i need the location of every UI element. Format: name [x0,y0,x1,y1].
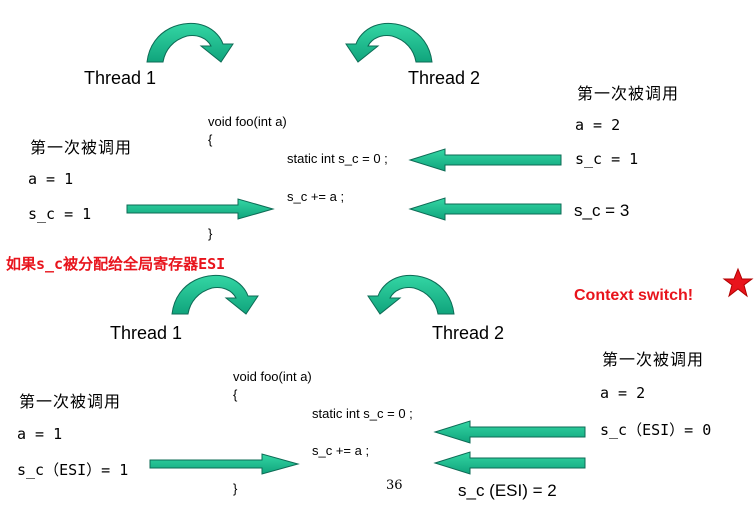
right-a-value: a = 2 [575,116,621,134]
context-switch-label: Context switch! [574,287,694,304]
code-signature-bottom: void foo(int a) [233,369,312,384]
curved-arrow-icon [345,22,433,63]
left-sc-value: s_c = 1 [28,205,92,223]
right-sc-value-bottom: s_c（ESI）= 0 [600,421,712,439]
curved-arrow-icon [146,22,234,63]
code-increment: s_c += a ; [287,189,345,204]
block-arrow-icon [126,198,275,220]
esi-note: 如果s_c被分配给全局寄存器ESI [6,255,226,273]
right-sc-after-value: s_c = 3 [574,201,630,220]
block-arrow-icon [149,453,300,475]
right-heading: 第一次被调用 [577,84,680,103]
thread2-label-bottom: Thread 2 [432,323,505,343]
block-arrow-icon [408,148,562,172]
code-open-brace-bottom: { [233,387,238,402]
right-heading-bottom: 第一次被调用 [602,350,705,369]
right-sc-value: s_c = 1 [575,150,639,168]
right-sc-after-value-bottom: s_c (ESI) = 2 [458,481,557,500]
left-heading: 第一次被调用 [30,138,133,157]
star-icon [722,267,754,298]
left-a-value: a = 1 [28,170,74,188]
left-sc-value-bottom: s_c（ESI）= 1 [17,461,129,479]
page-number: 36 [386,478,403,493]
right-a-value-bottom: a = 2 [600,384,646,402]
code-signature: void foo(int a) [208,114,287,129]
block-arrow-icon [433,420,586,444]
left-a-value-bottom: a = 1 [17,425,63,443]
block-arrow-icon [433,451,586,475]
code-static-decl-bottom: static int s_c = 0 ; [312,406,413,421]
thread2-label: Thread 2 [408,68,481,88]
code-close-brace-bottom: } [233,481,238,496]
code-close-brace: } [208,226,213,241]
thread1-label-bottom: Thread 1 [110,323,183,343]
code-open-brace: { [208,132,213,147]
curved-arrow-icon [171,274,259,315]
left-heading-bottom: 第一次被调用 [19,392,122,411]
thread1-label: Thread 1 [84,68,157,88]
code-increment-bottom: s_c += a ; [312,443,370,458]
curved-arrow-icon [367,274,455,315]
code-static-decl: static int s_c = 0 ; [287,151,388,166]
block-arrow-icon [408,197,562,221]
